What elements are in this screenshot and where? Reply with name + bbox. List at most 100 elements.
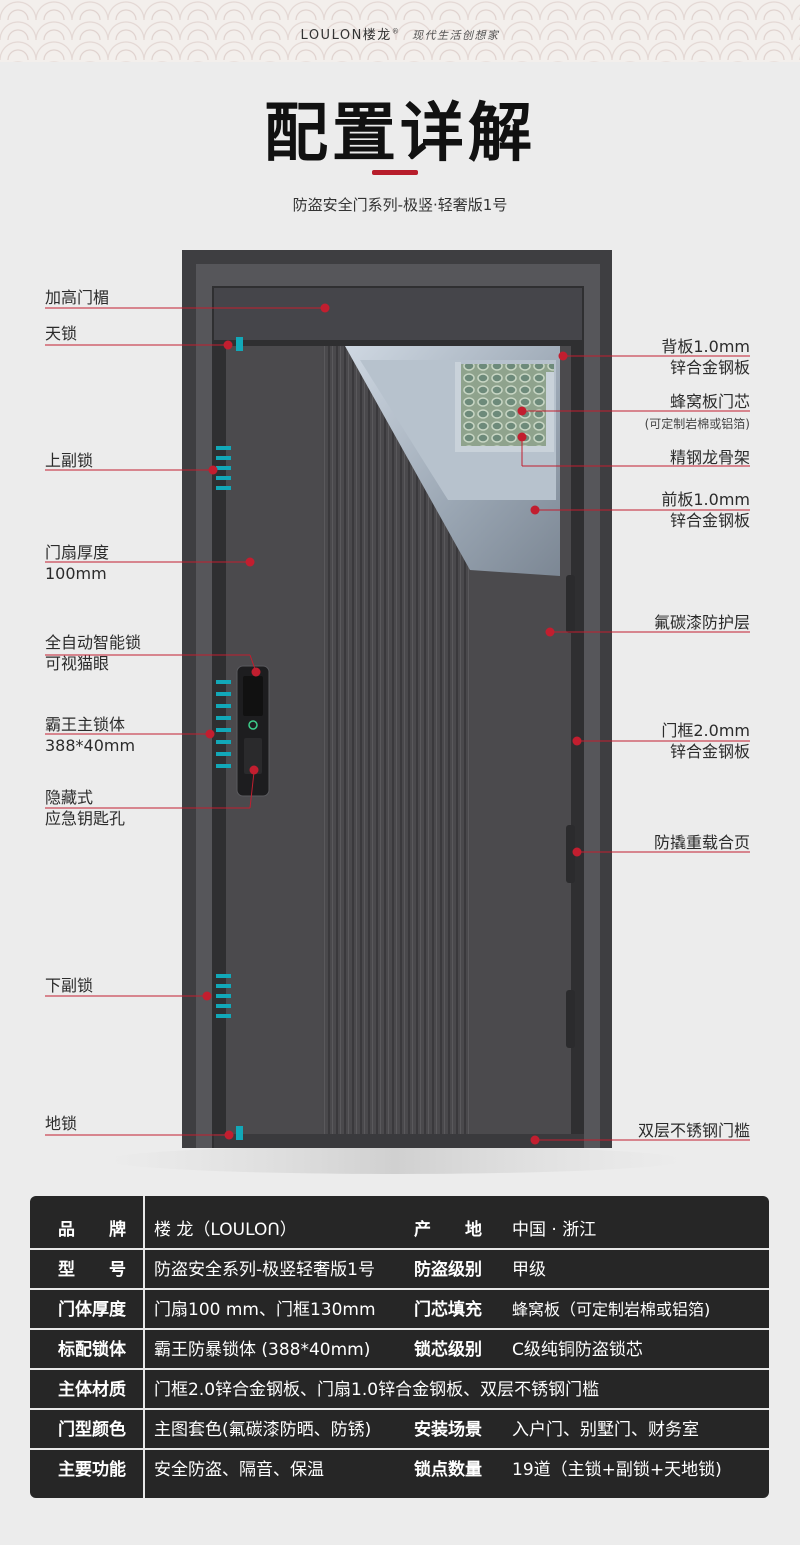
label-back-plate-sub: 锌合金钢板 (669, 358, 750, 377)
lock-handle (244, 738, 262, 774)
label-frame-sub: 锌合金钢板 (669, 742, 750, 761)
fingerprint-sensor (248, 720, 258, 730)
spec-key: 品 牌 (58, 1220, 126, 1240)
floor-shadow (105, 1146, 685, 1174)
label-floor-lock: 地锁 (45, 1113, 77, 1134)
label-hinge-text: 防撬重载合页 (653, 833, 750, 852)
label-smart-lock: 全自动智能锁可视猫眼 (45, 632, 141, 674)
spec-key: 主要功能 (58, 1460, 126, 1480)
hinge-middle (566, 825, 575, 883)
hinge-top (566, 575, 575, 633)
label-paint-text: 氟碳漆防护层 (653, 613, 750, 632)
keel-bar-bottom (460, 446, 554, 452)
keel-bar-right (546, 372, 554, 452)
label-back-plate-text: 背板1.0mm (661, 337, 750, 356)
label-thickness-text: 门扇厚度 (45, 543, 110, 562)
spec-value: 门框2.0锌合金钢板、门扇1.0锌合金钢板、双层不锈钢门槛 (154, 1380, 600, 1400)
label-front-plate-sub: 锌合金钢板 (669, 511, 750, 530)
table-row: 品 牌 楼 龙（LOULOՈ） 产 地 中国 · 浙江 (30, 1210, 769, 1250)
spec-value: 甲级 (512, 1260, 546, 1280)
label-main-lock: 霸王主锁体 388*40mm (45, 714, 135, 756)
label-lintel: 加高门楣 (45, 287, 109, 308)
spec-key: 型 号 (58, 1260, 126, 1280)
label-lintel-text: 加高门楣 (45, 288, 110, 307)
label-main-lock-text: 霸王主锁体 (45, 715, 126, 734)
label-honeycomb-text: 蜂窝板门芯 (669, 392, 750, 411)
keypad-screen (243, 676, 263, 716)
label-top-lock-text: 天锁 (45, 324, 78, 343)
spec-key: 门体厚度 (58, 1300, 126, 1320)
label-honeycomb-sub: (可定制岩棉或铝箔) (644, 417, 750, 431)
spec-value: 主图套色(氟碳漆防晒、防锈) (154, 1420, 372, 1440)
spec-key: 产 地 (414, 1220, 482, 1240)
table-row: 主体材质 门框2.0锌合金钢板、门扇1.0锌合金钢板、双层不锈钢门槛 (30, 1370, 769, 1410)
spec-key: 门芯填充 (414, 1300, 482, 1320)
page-title: 配置详解 (264, 97, 536, 171)
brand-header: LOULON楼龙® 现代生活创想家 (0, 24, 800, 43)
floor-lock-bolt (236, 1126, 243, 1140)
label-smart-lock-sub: 可视猫眼 (45, 654, 110, 673)
brand-logo: LOULON楼龙 (300, 28, 392, 43)
spec-value: C级纯铜防盗锁芯 (512, 1340, 643, 1360)
label-thickness: 门扇厚度 100mm (45, 542, 109, 584)
spec-value: 蜂窝板（可定制岩棉或铝箔) (512, 1300, 711, 1319)
registered-mark: ® (391, 27, 401, 36)
label-upper-sublock: 上副锁 (45, 450, 93, 471)
label-thickness-value: 100mm (45, 564, 107, 583)
label-keel-text: 精钢龙骨架 (669, 448, 750, 467)
label-frame-text: 门框2.0mm (661, 721, 750, 740)
label-smart-lock-text: 全自动智能锁 (45, 633, 142, 652)
label-hinge: 防撬重载合页 (654, 832, 750, 853)
marker-dots (202, 303, 582, 1145)
table-row: 标配锁体 霸王防暴锁体 (388*40mm) 锁芯级别 C级纯铜防盗锁芯 (30, 1330, 769, 1370)
spec-key: 门型颜色 (58, 1420, 126, 1440)
spec-value: 防盗安全系列-极竖轻奢版1号 (154, 1260, 375, 1280)
title-underline (372, 170, 418, 175)
honeycomb-core (460, 364, 554, 450)
label-keyhole-sub: 应急钥匙孔 (45, 809, 126, 828)
label-lower-sublock: 下副锁 (45, 975, 93, 996)
label-top-lock: 天锁 (45, 323, 77, 344)
label-paint: 氟碳漆防护层 (654, 612, 750, 633)
spec-key: 锁点数量 (414, 1460, 482, 1480)
lintel-panel (214, 288, 582, 340)
spec-key: 主体材质 (58, 1380, 126, 1400)
label-honeycomb: 蜂窝板门芯 (可定制岩棉或铝箔) (645, 391, 750, 435)
page-subtitle: 防盗安全门系列-极竖·轻奢版1号 (292, 196, 508, 214)
spec-value: 安全防盗、隔音、保温 (154, 1460, 324, 1480)
label-front-plate: 前板1.0mm 锌合金钢板 (661, 489, 750, 531)
spec-value: 楼 龙（LOULOՈ） (154, 1220, 297, 1240)
lower-sublock-bolts (216, 974, 231, 1018)
table-divider (143, 1196, 145, 1498)
label-frame: 门框2.0mm 锌合金钢板 (661, 720, 750, 762)
label-main-lock-size: 388*40mm (45, 736, 136, 755)
right-leader-lines (521, 355, 750, 1141)
spec-key: 安装场景 (414, 1420, 482, 1440)
top-lock-bolt (236, 337, 243, 351)
spec-value: 中国 · 浙江 (512, 1220, 597, 1240)
table-row: 门体厚度 门扇100 mm、门框130mm 门芯填充 蜂窝板（可定制岩棉或铝箔) (30, 1290, 769, 1330)
table-row: 门型颜色 主图套色(氟碳漆防晒、防锈) 安装场景 入户门、别墅门、财务室 (30, 1410, 769, 1450)
spec-value: 霸王防暴锁体 (388*40mm) (154, 1340, 371, 1360)
spec-key: 防盗级别 (414, 1260, 482, 1280)
table-row: 主要功能 安全防盗、隔音、保温 锁点数量 19道（主锁+副锁+天地锁) (30, 1450, 769, 1490)
spec-value: 19道（主锁+副锁+天地锁) (512, 1460, 722, 1480)
label-keyhole: 隐藏式应急钥匙孔 (45, 787, 125, 829)
spec-key: 锁芯级别 (414, 1340, 482, 1360)
groove-panel (322, 346, 470, 1134)
door-illustration (45, 250, 750, 1174)
label-threshold-text: 双层不锈钢门槛 (637, 1121, 750, 1140)
label-lower-sublock-text: 下副锁 (45, 976, 94, 995)
spec-table: 品 牌 楼 龙（LOULOՈ） 产 地 中国 · 浙江 型 号 防盗安全系列-极… (30, 1196, 769, 1498)
label-front-plate-text: 前板1.0mm (661, 490, 750, 509)
label-upper-sublock-text: 上副锁 (45, 451, 94, 470)
label-keyhole-text: 隐藏式 (45, 788, 94, 807)
main-lock-bolts (216, 680, 231, 768)
spec-key: 标配锁体 (58, 1340, 126, 1360)
threshold-bar (214, 1134, 584, 1148)
label-threshold: 双层不锈钢门槛 (638, 1120, 750, 1141)
keel-bar-left (455, 362, 461, 452)
hinge-bottom (566, 990, 575, 1048)
spec-value: 门扇100 mm、门框130mm (154, 1300, 376, 1320)
spec-value: 入户门、别墅门、财务室 (512, 1420, 699, 1440)
